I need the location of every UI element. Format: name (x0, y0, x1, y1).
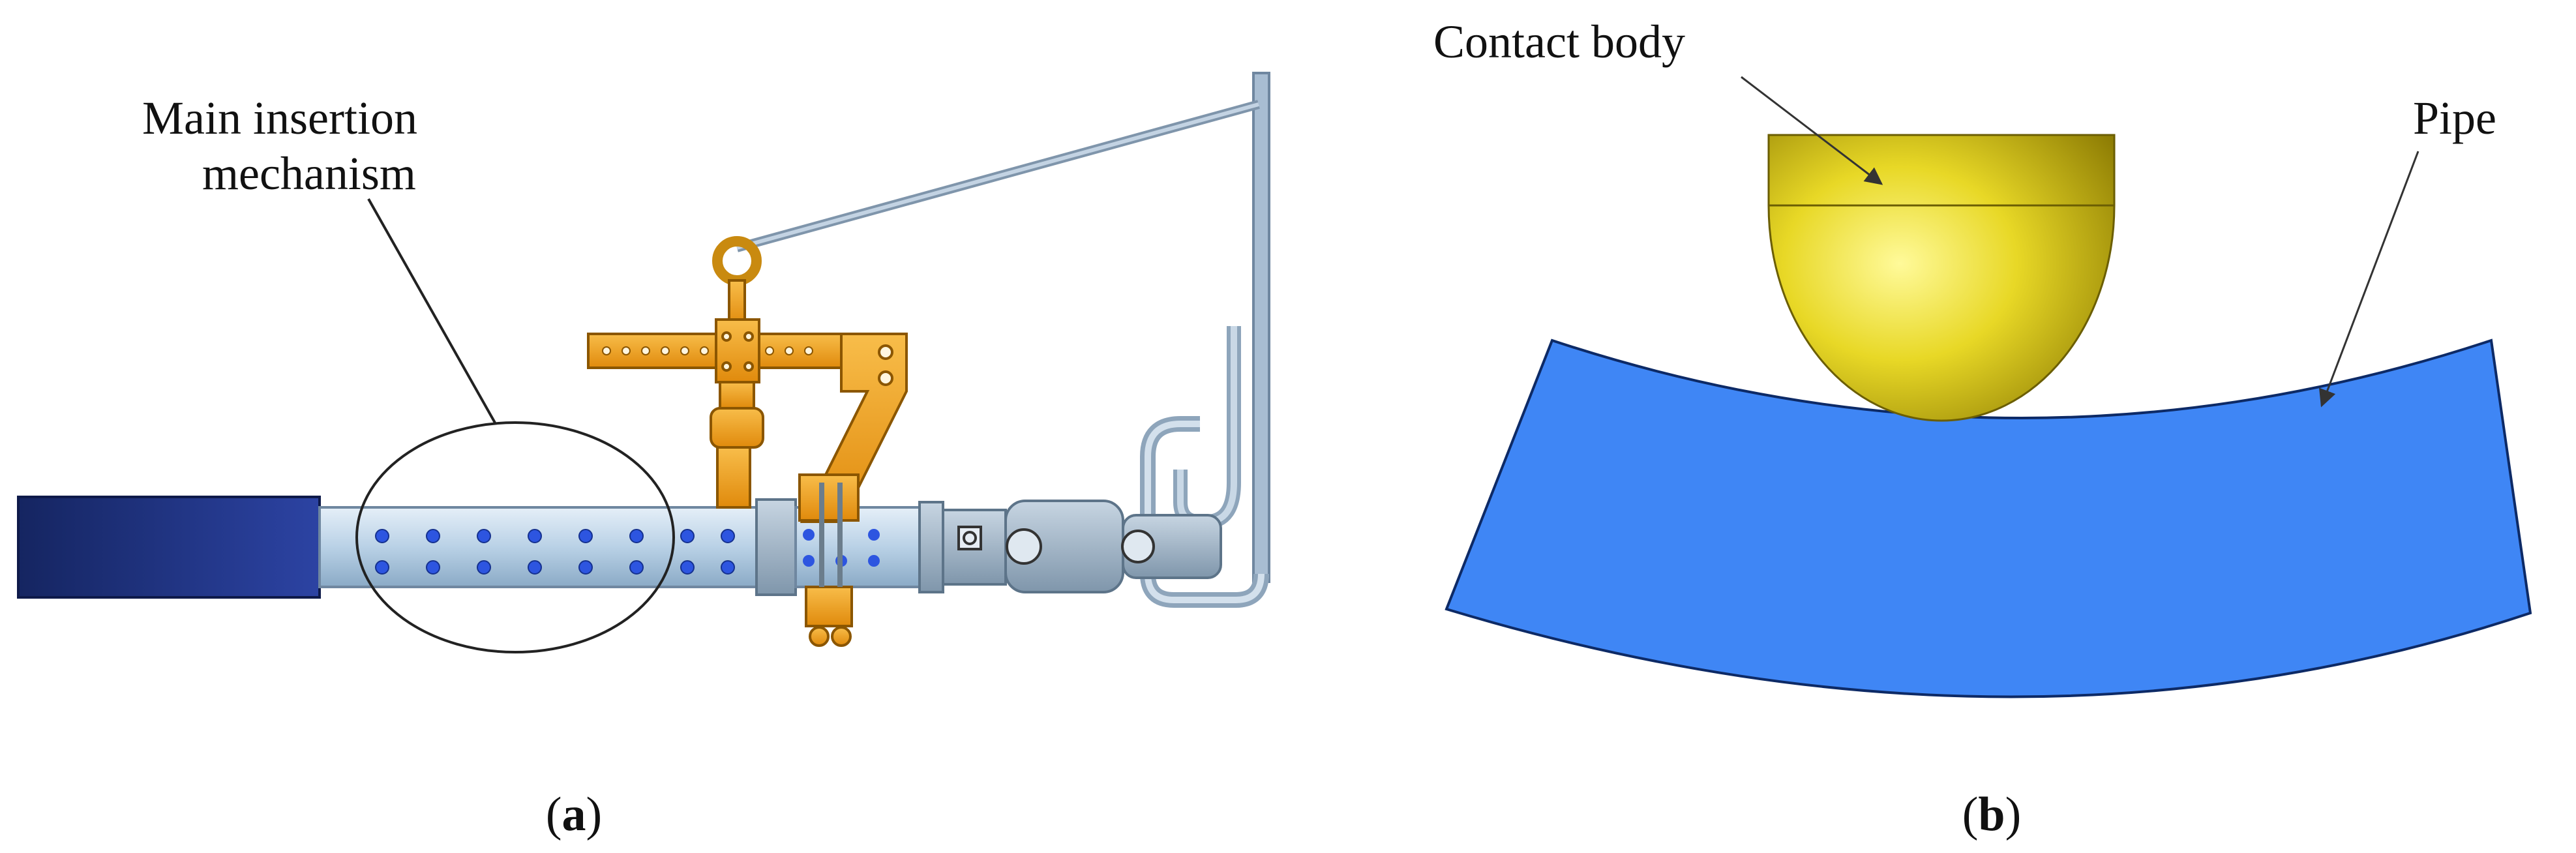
contact-body (1767, 134, 2116, 422)
pipe-shape (1445, 338, 2532, 698)
arrow-contact-body (1741, 76, 1883, 185)
tube-holes (375, 529, 735, 575)
highlight-ellipse (355, 421, 675, 653)
label-pipe: Pipe (2413, 92, 2496, 144)
label-main-insertion-mechanism: Main insertion mechanism (142, 92, 429, 200)
overhead-support-frame (736, 72, 1270, 608)
label-leader-line (367, 198, 497, 425)
main-insertion-tube (318, 506, 758, 588)
coupling-section (755, 498, 1222, 596)
caption-a: (a) (546, 788, 602, 841)
orange-lifting-rig (587, 236, 908, 647)
caption-b: (b) (1962, 788, 2021, 841)
dark-blue-tube (17, 496, 321, 599)
panel-a-insertion-device: Main insertion mechanism (a) (17, 72, 1270, 841)
panel-b-contact-model: Contact body Pipe (b) (1433, 16, 2532, 841)
arrow-pipe (2318, 151, 2419, 408)
label-contact-body: Contact body (1433, 16, 1685, 68)
